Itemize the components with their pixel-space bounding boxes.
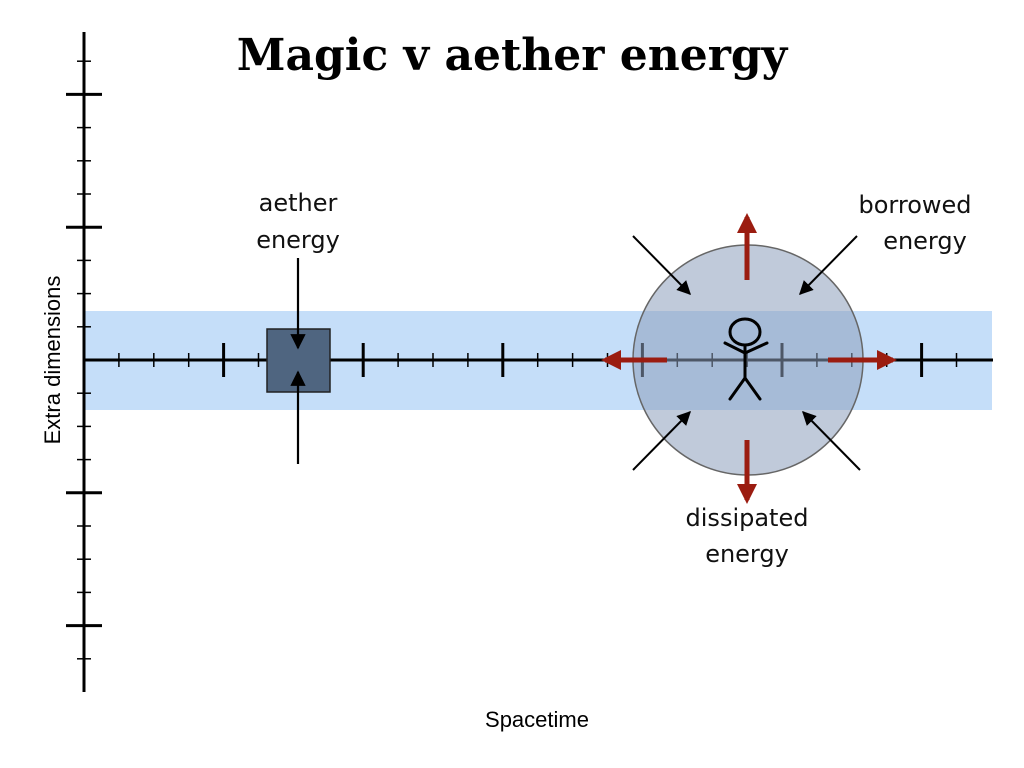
page-title: Magic v aether energy bbox=[237, 30, 789, 81]
aether-label-line2: energy bbox=[256, 226, 340, 254]
stick-figure-left-arm bbox=[723, 341, 747, 355]
y-axis-ticks bbox=[66, 60, 102, 660]
borrowed-label-line1: borrowed bbox=[858, 191, 971, 219]
stick-figure-right-leg bbox=[743, 376, 762, 401]
black-arrow-top-left bbox=[632, 235, 691, 295]
dissipated-arrows bbox=[601, 213, 897, 504]
dissipated-label-line2: energy bbox=[705, 540, 789, 568]
black-arrow-top-right bbox=[799, 235, 858, 295]
stick-figure-right-arm bbox=[743, 341, 769, 355]
borrowed-label-line2: energy bbox=[883, 227, 967, 255]
y-axis-label: Extra dimensions bbox=[40, 276, 65, 445]
dissipated-label-line1: dissipated bbox=[686, 504, 809, 532]
borrowed-arrows bbox=[632, 235, 861, 471]
stick-figure bbox=[723, 317, 769, 401]
black-arrow-bottom-left bbox=[632, 411, 691, 471]
stick-figure-left-leg bbox=[728, 376, 747, 401]
x-axis-label: Spacetime bbox=[485, 707, 589, 732]
black-arrow-bottom-right bbox=[802, 411, 861, 471]
y-axis bbox=[66, 32, 102, 692]
aether-label-line1: aether bbox=[259, 189, 338, 217]
